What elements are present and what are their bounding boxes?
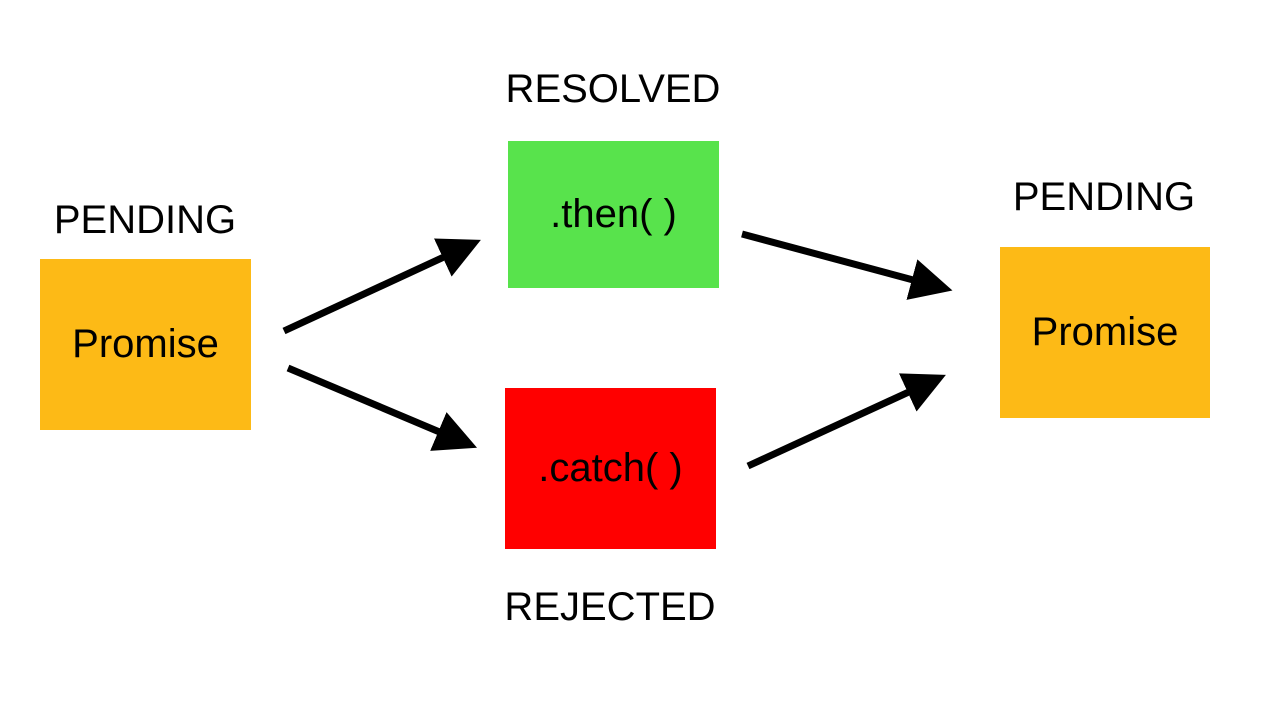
then-box: .then( ) (508, 141, 719, 288)
resolved-label: RESOLVED (505, 67, 721, 111)
pending-label-left: PENDING (53, 198, 237, 242)
arrow-promise-to-catch (286, 364, 478, 451)
promise-box-left: Promise (40, 259, 251, 430)
then-box-text: .then( ) (550, 192, 677, 236)
arrow-catch-to-promise (746, 373, 946, 470)
promise-box-left-text: Promise (72, 322, 219, 366)
arrow-then-to-promise (741, 230, 953, 300)
pending-label-right: PENDING (1012, 175, 1196, 219)
promise-box-right: Promise (1000, 247, 1210, 418)
catch-box: .catch( ) (505, 388, 716, 549)
catch-box-text: .catch( ) (538, 446, 683, 490)
promise-box-right-text: Promise (1031, 310, 1179, 354)
arrow-promise-to-then (282, 238, 481, 335)
rejected-label: REJECTED (504, 585, 716, 629)
